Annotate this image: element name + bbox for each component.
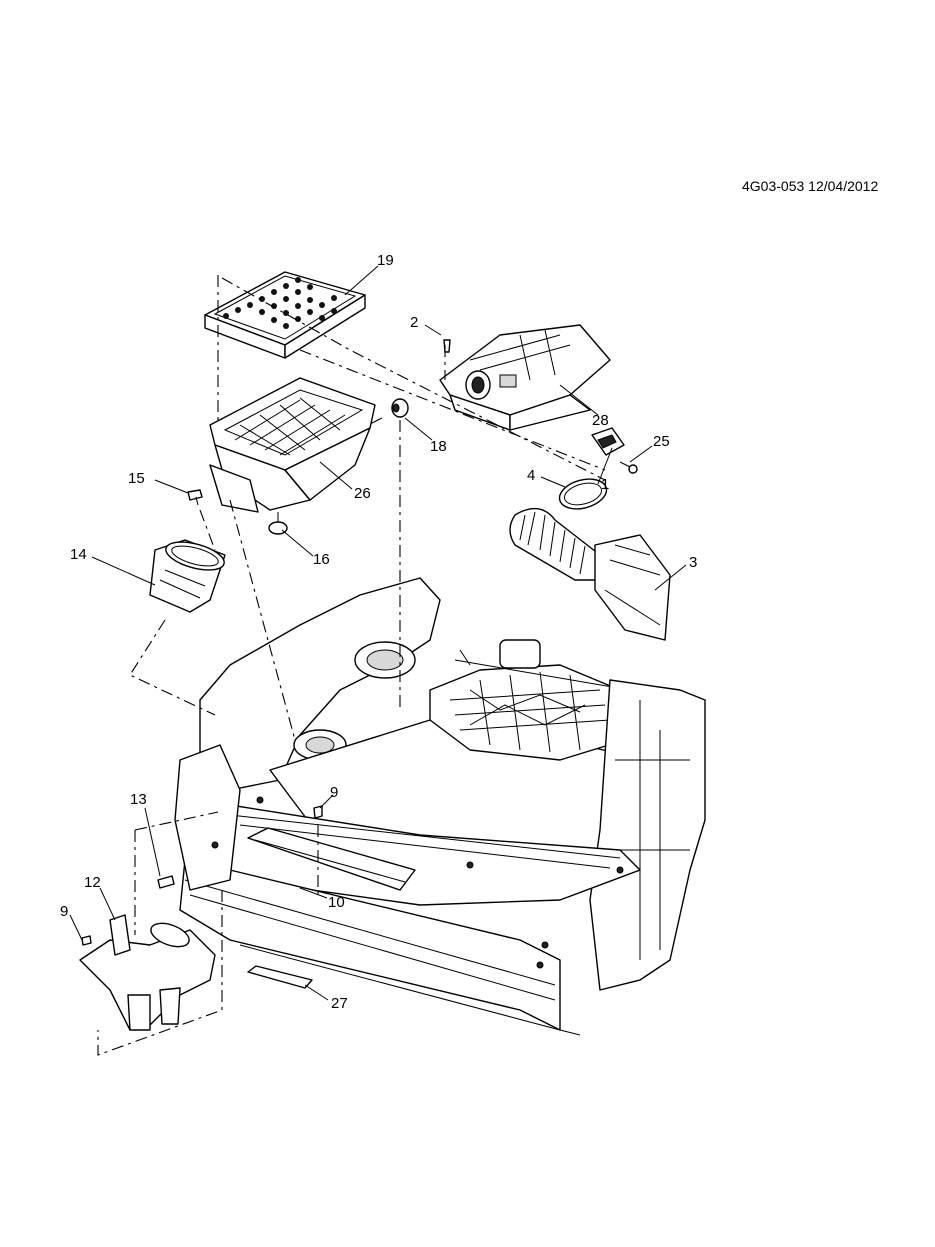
callout-1: 1	[601, 476, 609, 493]
air-filter-element	[204, 271, 366, 359]
hose-clamp	[558, 478, 608, 510]
bolt-13	[157, 875, 175, 889]
callout-10: 10	[328, 894, 345, 911]
screw-25	[619, 461, 638, 474]
inlet-duct	[149, 539, 226, 613]
lower-air-duct	[79, 914, 216, 1031]
seal-strip	[247, 965, 313, 989]
air-intake-duct	[509, 507, 671, 641]
callout-12: 12	[84, 874, 101, 891]
callout-4: 4	[527, 467, 535, 484]
air-cleaner-housing	[209, 377, 376, 513]
callout-13: 13	[130, 791, 147, 808]
callout-18: 18	[430, 438, 447, 455]
callout-25: 25	[653, 433, 670, 450]
callout-labels: 19 2 28 18 25 1 4 26 15 16 3 14 13 9 12 …	[60, 252, 697, 1012]
callout-15: 15	[128, 470, 145, 487]
callout-3: 3	[689, 554, 697, 571]
vehicle-front-structure	[174, 577, 706, 1036]
screw-9-lower	[81, 935, 92, 946]
push-pin-retainer	[187, 489, 203, 506]
callout-27: 27	[331, 995, 348, 1012]
diagram-reference-id: 4G03-053 12/04/2012	[742, 178, 879, 194]
callout-2: 2	[410, 314, 418, 331]
callout-19: 19	[377, 252, 394, 269]
air-cleaner-cover	[439, 324, 611, 431]
callout-16: 16	[313, 551, 330, 568]
housing-grommet	[268, 512, 288, 535]
leader-lines	[69, 265, 687, 1001]
assembly-lines	[97, 275, 606, 1056]
callout-9-lower: 9	[60, 903, 68, 920]
air-deflector	[247, 827, 416, 891]
callout-26: 26	[354, 485, 371, 502]
sensor-assembly	[591, 427, 625, 456]
screw-9-upper	[313, 805, 323, 819]
callout-14: 14	[70, 546, 87, 563]
callout-28: 28	[592, 412, 609, 429]
callout-9-upper: 9	[330, 784, 338, 801]
grommet	[391, 398, 409, 418]
